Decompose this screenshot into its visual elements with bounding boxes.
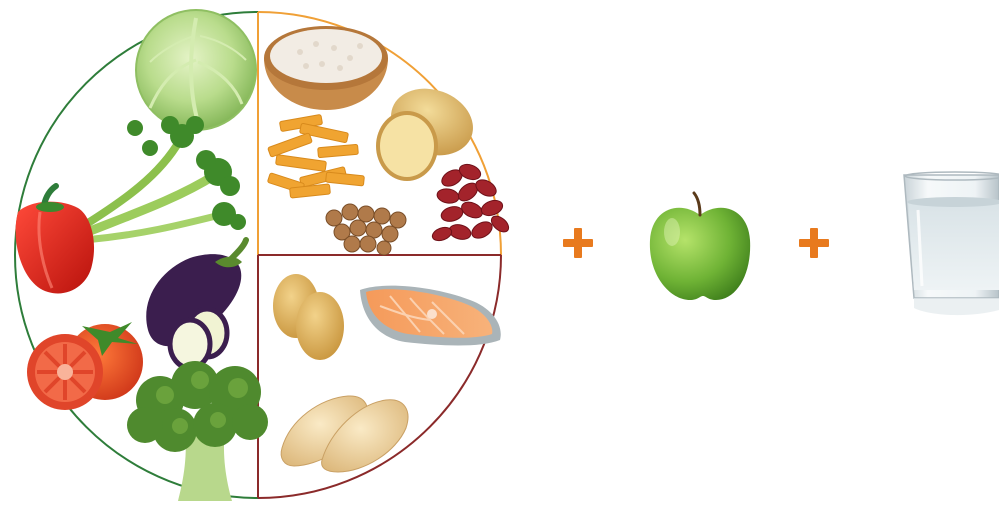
celery-icon [77,116,246,244]
rice-bowl-icon [264,26,388,110]
cabbage-icon [135,9,257,131]
penne-pasta-icon [267,114,365,199]
eggs-icon [273,274,344,360]
plate [14,11,502,499]
chickpeas-icon [325,203,407,256]
plus-sign-2 [799,228,829,258]
plate-protein-arc [257,254,502,499]
glass-of-water-icon [903,171,999,316]
kidney-beans-icon [431,163,510,242]
red-pepper-icon [15,183,95,294]
plus-sign-1 [563,228,593,258]
tomato-icon [27,322,143,410]
apple-icon [649,191,751,300]
broccoli-icon [127,361,268,501]
potato-icon [376,88,473,181]
salmon-steak-icon [360,285,501,346]
eggplant-icon [146,237,249,371]
chicken-breast-icon [280,395,409,473]
